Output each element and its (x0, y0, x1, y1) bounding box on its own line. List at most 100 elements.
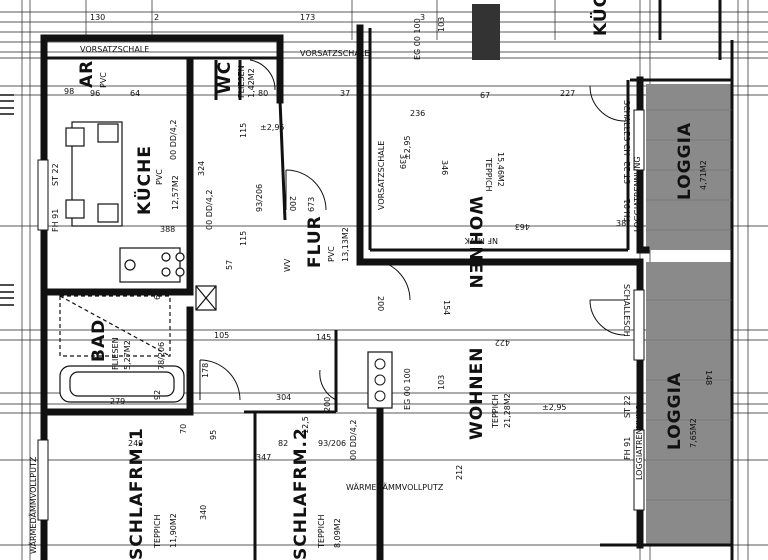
dim: 324 (197, 161, 206, 176)
dim: 422 (495, 338, 510, 347)
vorsatzschale-top-label: VORSATZSCHALE (80, 45, 149, 54)
dim: 78/206 (157, 342, 166, 370)
room-schlaf1-area: 11,90M2 (169, 513, 178, 548)
room-wc-floor: FLIESEN (237, 65, 246, 98)
waermedaemm-label: WÄRMEDÄMMVOLLPUTZ (28, 456, 38, 554)
height-label-3: ±2,95 (260, 123, 285, 132)
room-wohnen2-floor: TEPPICH (491, 394, 500, 429)
room-bad-name: BAD (89, 319, 109, 362)
dim: 82 (278, 439, 288, 448)
st22-c: ST 22 (623, 395, 632, 418)
dim: 346 (440, 160, 449, 175)
loggiatrennung-label: LOGGIATRENNUNG (633, 156, 642, 232)
dim: 98 (64, 87, 74, 96)
schallschutz-label: SCHALLES CH (622, 100, 631, 155)
vorsatzschale-label: VORSATZSCHALE (377, 141, 386, 210)
room-flur-name: FLUR (305, 215, 325, 268)
vorsatzschale-wc-label: VORSATZSCHALE (300, 49, 369, 58)
room-kueche-name: KÜCHE (133, 145, 155, 215)
dimension-labels: 130 173 212 347 340 249 388 324 115 115 … (64, 13, 713, 520)
dim: 64 (130, 89, 140, 98)
kitchen-furniture (65, 121, 185, 283)
loggiatrennung2-label: LOGGIATRENNUNG (635, 404, 644, 480)
dim: 37 (340, 89, 350, 98)
dim: 92 (153, 390, 162, 400)
room-wc-area: 1,42M2 (247, 68, 256, 98)
dim: 304 (276, 393, 291, 402)
fh91-a: FH 91 (51, 209, 60, 232)
dim: 38 (616, 219, 626, 228)
dim: 227 (560, 89, 575, 98)
room-schlaf1-name: SCHLAFRM.1 (127, 427, 147, 560)
dim: 95 (209, 430, 218, 440)
loggia-2-fill (646, 262, 732, 544)
room-ar-name: AR (77, 60, 97, 88)
dim: 12,5 (301, 416, 310, 434)
room-bad-floor: FLIESEN (111, 337, 120, 370)
dim: 103 (437, 375, 446, 390)
room-bad-area: 5,27M2 (123, 340, 132, 370)
loggia-1-fill (646, 84, 732, 250)
nf-mwk-label: NF MWK (464, 236, 498, 245)
dim: 80 (258, 89, 268, 98)
room-flur-floor: PVC (327, 246, 336, 262)
fh91-b: FH 91 (623, 199, 632, 222)
room-wohnen1-name: WOHNEN (465, 196, 485, 290)
room-loggia1-name: LOGGIA (675, 122, 695, 200)
dim: 93/206 (255, 184, 264, 212)
dim: 115 (239, 231, 248, 246)
dim: 145 (316, 333, 331, 342)
room-kueche-floor: PVC (155, 169, 164, 185)
eg00b-label: EG 00 100 (403, 368, 412, 410)
bathroom-fixtures (59, 295, 185, 403)
room-schlaf2-area: 8,09M2 (333, 518, 342, 548)
st22-b: ST 22 (623, 161, 632, 184)
dim: 463 (515, 222, 530, 231)
room-loggia2-area: 7,65M2 (689, 418, 698, 448)
room-flur-area: 13,13M2 (341, 227, 350, 262)
room-loggia2-name: LOGGIA (665, 372, 685, 450)
dim: 212 (455, 465, 464, 480)
room-schlaf2-name: SCHLAFRM.2 (291, 427, 311, 560)
door-flur-label: 00 DD/4,2 (205, 190, 214, 230)
dim: 340 (199, 505, 208, 520)
room-wohnen2-area: 21,28M2 (503, 393, 512, 428)
dim: 279 (110, 397, 125, 406)
room-wc-name: WC (215, 61, 235, 94)
dim: 103 (437, 17, 446, 32)
stove-unit (195, 285, 217, 311)
dim: 96 (90, 89, 100, 98)
room-schlaf2-floor: TEPPICH (317, 514, 326, 549)
dim: 67 (480, 91, 490, 100)
room-loggia1-area: 4,71M2 (699, 160, 708, 190)
dim: 388 (160, 225, 175, 234)
room-wohnen1-area: 15,46M2 (496, 152, 505, 187)
waermedaemm2-label: WÄRMEDÄMMVOLLPUTZ (346, 482, 444, 492)
eg00-label: EG 00 100 (413, 18, 422, 60)
dim: 148 (704, 370, 713, 385)
dim: 93/206 (318, 439, 346, 448)
dim: 70 (179, 424, 188, 434)
dim: 249 (128, 439, 143, 448)
hob-tiles (367, 4, 500, 409)
dim: 57 (225, 260, 234, 270)
fh91-c: FH 91 (623, 437, 632, 460)
margin-ticks (0, 94, 14, 306)
dim: 173 (300, 13, 315, 22)
dim: 154 (442, 300, 451, 315)
st22-a: ST 22 (51, 163, 60, 186)
height-label-2: ±2,95 (403, 135, 412, 160)
dim: 347 (256, 453, 271, 462)
dim: 3 (420, 13, 425, 22)
dim: 60 (153, 290, 162, 300)
room-kueche2-name: KÜCHE (589, 0, 611, 36)
room-wohnen1-floor: TEPPICH (484, 157, 493, 192)
dim: 200 (288, 196, 297, 211)
door-swings (199, 59, 626, 401)
door-schlaf-label: 00 DD/4,2 (349, 420, 358, 460)
dim: 673 (307, 197, 316, 212)
room-schlaf1-floor: TEPPICH (153, 514, 162, 549)
dim: 200 (323, 397, 332, 412)
dim: 105 (214, 331, 229, 340)
